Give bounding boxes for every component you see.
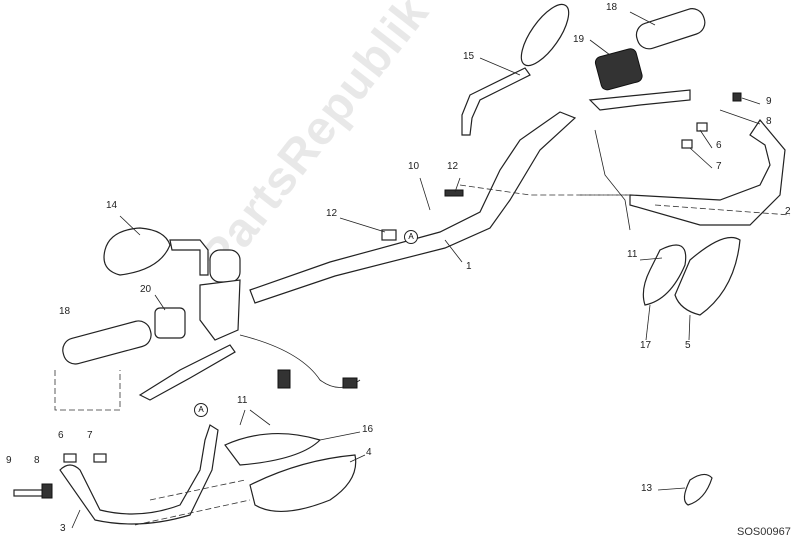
callout-12-top: 12: [447, 161, 459, 172]
callout-19: 19: [573, 34, 585, 45]
callout-9-right: 9: [766, 96, 772, 107]
callout-7-right: 7: [716, 161, 722, 172]
callout-17: 17: [640, 340, 652, 351]
callout-16: 16: [362, 424, 374, 435]
cable-clamp: [683, 473, 713, 506]
callout-11-left: 11: [237, 395, 248, 406]
callout-6-left: 6: [58, 430, 64, 441]
callout-20: 20: [140, 284, 152, 295]
reference-marker-a-top: A: [404, 230, 418, 244]
callout-15: 15: [463, 51, 475, 62]
callout-5: 5: [685, 340, 691, 351]
right-grip: [635, 8, 706, 50]
drawing-code: SOS00967: [737, 526, 791, 538]
callout-2: 2: [785, 206, 791, 217]
right-mirror: [520, 3, 570, 67]
callout-8-left: 8: [34, 455, 40, 466]
callout-4: 4: [366, 447, 372, 458]
handlebar: [249, 111, 577, 304]
callout-7-left: 7: [87, 430, 93, 441]
callout-11-right: 11: [627, 249, 638, 260]
callout-14: 14: [106, 200, 118, 211]
left-mirror: [103, 227, 171, 276]
callout-3: 3: [60, 523, 66, 534]
callout-10: 10: [408, 161, 420, 172]
callout-12-mid: 12: [326, 208, 338, 219]
callout-9-left: 9: [6, 455, 12, 466]
callout-1: 1: [466, 261, 472, 272]
callout-6-right: 6: [716, 140, 722, 151]
callout-18-left: 18: [59, 306, 71, 317]
reference-marker-a-bottom: A: [194, 403, 208, 417]
callout-18-right: 18: [606, 2, 618, 13]
callout-13: 13: [641, 483, 653, 494]
callout-8-right: 8: [766, 116, 772, 127]
left-grip: [62, 320, 152, 365]
left-hand-guard: [59, 424, 219, 525]
right-hand-guard: [629, 118, 786, 226]
right-switch: [594, 48, 643, 91]
